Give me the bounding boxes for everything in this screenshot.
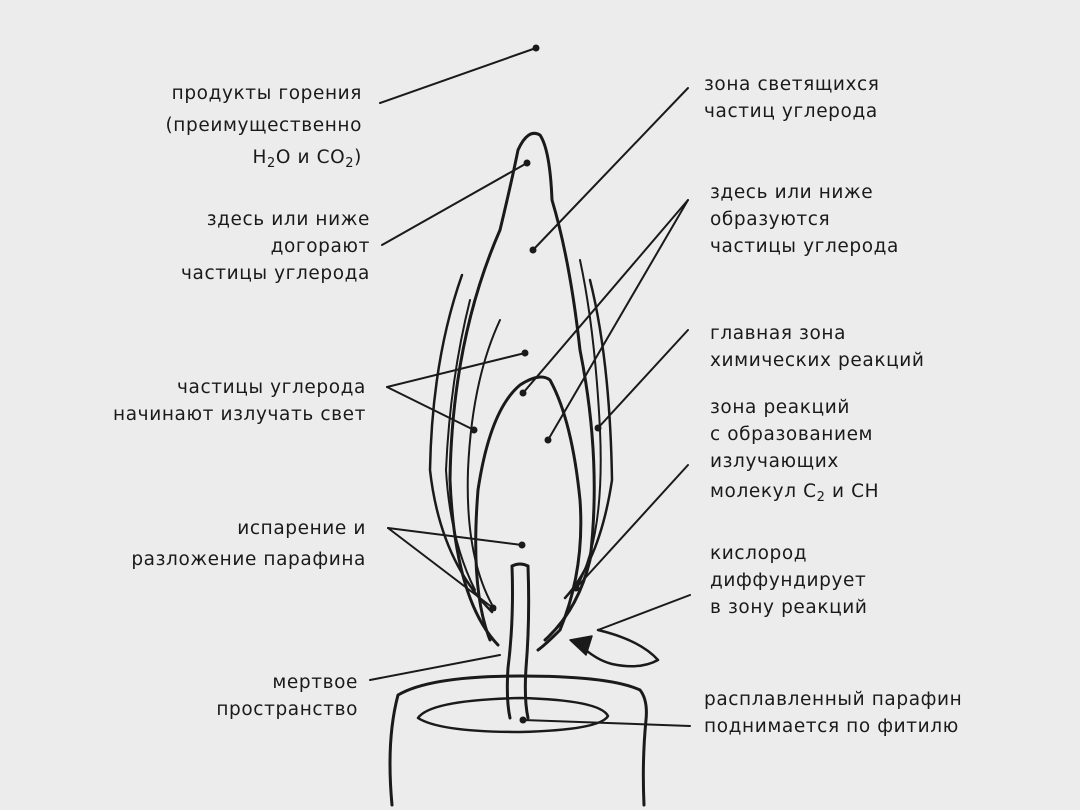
combustion-products-line1: продукты горения: [171, 83, 362, 104]
dead-space-line2: пространство: [216, 699, 358, 720]
label-dead-space: мертвое пространство: [216, 669, 358, 723]
pointer-dots: [470, 44, 602, 724]
label-carbon-emit-light: частицы углерода начинают излучать свет: [113, 374, 366, 428]
carbon-emit-light-line2: начинают излучать свет: [113, 404, 366, 425]
carbon-burnout-line2: догорают: [270, 236, 370, 257]
label-molten-paraffin: расплавленный парафин поднимается по фит…: [704, 686, 962, 740]
combustion-products-formula: H2O и CO2): [252, 147, 362, 171]
emitting-zone-line4: молекул C2 и CH: [710, 481, 880, 505]
oxygen-diffusion-line1: кислород: [710, 543, 808, 564]
label-combustion-products: продукты горения (преимущественно H2O и …: [165, 80, 362, 177]
leader-lines: [369, 47, 691, 727]
molten-paraffin-line1: расплавленный парафин: [704, 689, 963, 710]
carbon-burnout-line3: частицы углерода: [181, 263, 370, 284]
dead-space-line1: мертвое: [272, 672, 358, 693]
oxygen-diffusion-line2: диффундирует: [710, 570, 867, 591]
luminous-zone-line1: зона светящихся: [704, 74, 880, 95]
candle-body: [388, 674, 648, 807]
label-carbon-formation: здесь или ниже образуются частицы углеро…: [710, 179, 899, 260]
label-emitting-molecules-zone: зона реакций с образованием излучающих м…: [710, 394, 879, 511]
label-evaporation: испарение и разложение парафина: [131, 515, 366, 573]
inner-cone: [474, 375, 583, 652]
evaporation-line2: разложение парафина: [131, 549, 366, 570]
luminous-zone-line2: частиц углерода: [704, 101, 878, 122]
carbon-burnout-line1: здесь или ниже: [206, 209, 370, 230]
carbon-formation-line3: частицы углерода: [710, 236, 899, 257]
label-luminous-zone: зона светящихся частиц углерода: [704, 71, 880, 125]
combustion-products-line2: (преимущественно: [165, 115, 362, 136]
label-oxygen-diffusion: кислород диффундирует в зону реакций: [710, 540, 868, 621]
emitting-zone-line3: излучающих: [710, 451, 839, 472]
outer-mantle-left-2: [445, 299, 476, 591]
carbon-emit-light-line1: частицы углерода: [177, 377, 366, 398]
oxygen-diffusion-line3: в зону реакций: [710, 597, 868, 618]
oxygen-arrow: [578, 628, 660, 668]
candle-top-rim: [416, 696, 610, 734]
outer-flame: [448, 131, 596, 647]
outer-mantle-left-1: [428, 273, 494, 614]
outer-flame-inner-edge: [466, 319, 501, 611]
carbon-formation-line2: образуются: [710, 209, 831, 230]
emitting-zone-line2: с образованием: [710, 424, 874, 445]
emitting-zone-line1: зона реакций: [710, 397, 850, 418]
label-carbon-burnout: здесь или ниже догорают частицы углерода: [181, 206, 370, 287]
label-main-reaction-zone: главная зона химических реакций: [710, 320, 925, 374]
main-reaction-zone-line1: главная зона: [710, 323, 847, 344]
wick: [505, 562, 531, 720]
evaporation-line1: испарение и: [237, 518, 366, 539]
molten-paraffin-line2: поднимается по фитилю: [704, 716, 959, 737]
carbon-formation-line1: здесь или ниже: [710, 182, 874, 203]
main-reaction-zone-line2: химических реакций: [710, 350, 925, 371]
